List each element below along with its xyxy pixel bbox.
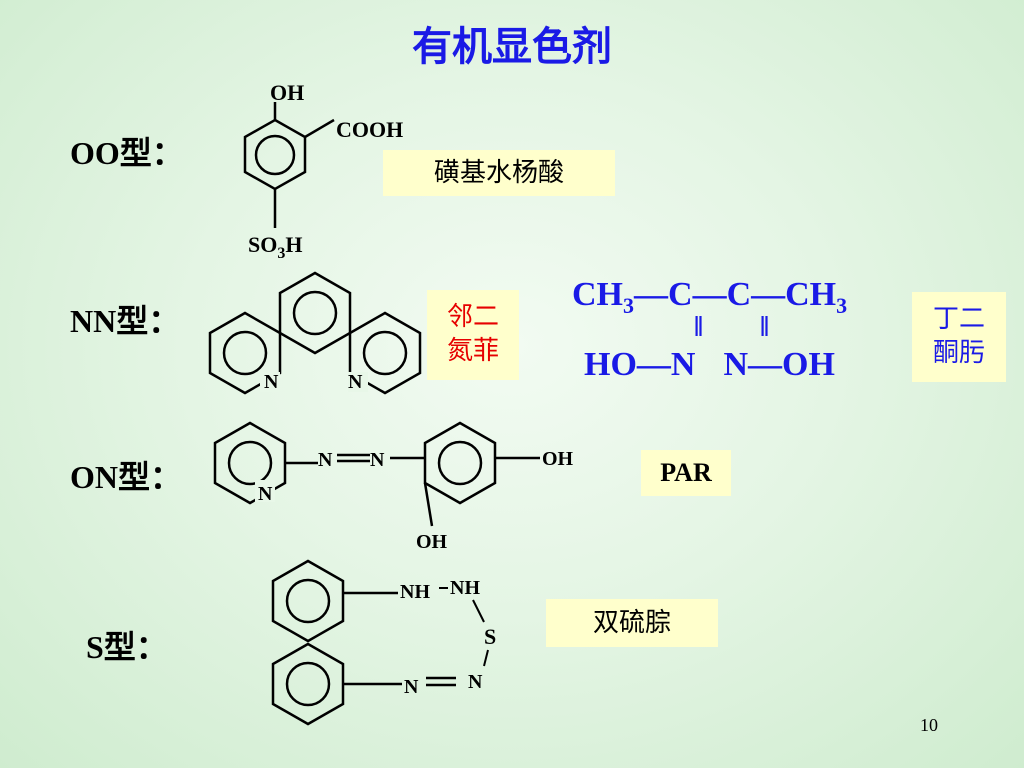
dmg-double-bond-1: ‖ xyxy=(694,312,704,343)
so3h-atom: SO3H xyxy=(248,232,302,262)
dmg-name-line2: 酮肟 xyxy=(932,338,985,368)
nn-name-line2: 氮菲 xyxy=(446,336,499,366)
dmg-double-bond-2: ‖ xyxy=(760,312,770,343)
phenanthroline-structure: N N xyxy=(208,271,422,395)
par-structure: N N N OH OH xyxy=(213,421,574,553)
oo-type-label: OO型： xyxy=(70,135,184,171)
oh-atom: OH xyxy=(270,80,304,105)
dmg-top-row: CH3—C—C—CH3 xyxy=(572,276,848,318)
par-oh-right: OH xyxy=(542,448,574,470)
par-ring-n-atom: N xyxy=(258,483,273,505)
on-reagent-name: PAR xyxy=(641,450,731,496)
dithizone-n2: N xyxy=(468,671,483,693)
par-azo-n2: N xyxy=(370,449,385,471)
s-type-label: S型： xyxy=(86,629,168,665)
nn-reagent-name: 邻二 氮菲 xyxy=(427,290,519,380)
dmg-name-line1: 丁二 xyxy=(932,304,985,334)
n-atom-right: N xyxy=(348,371,363,393)
par-oh-bottom: OH xyxy=(416,531,448,553)
dithizone-s-atom: S xyxy=(484,624,496,649)
page-number: 10 xyxy=(920,715,938,735)
cooh-atom: COOH xyxy=(336,117,403,142)
oo-reagent-name: 磺基水杨酸 xyxy=(383,150,615,196)
slide-title: 有机显色剂 xyxy=(412,24,612,70)
dithizone-n1: N xyxy=(404,676,419,698)
nn-name-line1: 邻二 xyxy=(446,302,499,332)
sulfosalicylic-acid-structure: OH COOH SO3H xyxy=(243,80,403,262)
s-reagent-name: 双硫腙 xyxy=(546,599,718,647)
par-azo-n1: N xyxy=(318,449,333,471)
dithizone-nh1: NH xyxy=(400,581,430,603)
n-atom-left: N xyxy=(264,371,279,393)
on-type-label: ON型： xyxy=(70,459,183,495)
nn-type-label: NN型： xyxy=(70,303,181,339)
dithizone-nh2: NH xyxy=(450,577,480,599)
dmg-reagent-name: 丁二 酮肟 xyxy=(912,292,1006,382)
dithizone-structure: NH NH S N N xyxy=(271,559,496,726)
